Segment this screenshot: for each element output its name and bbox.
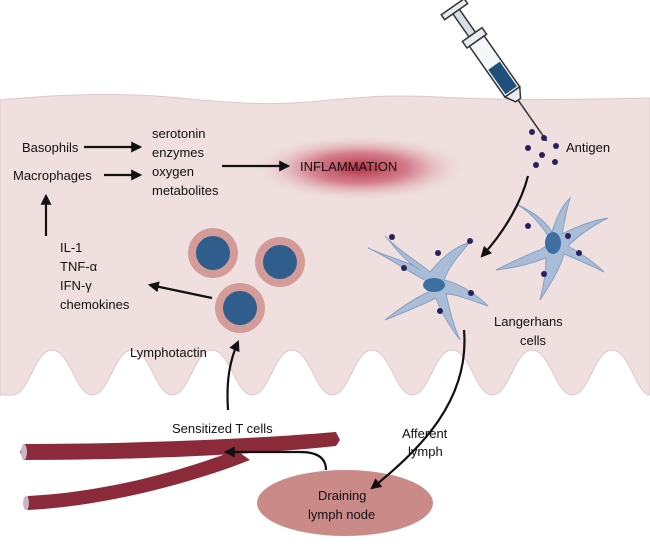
label-cytokine-3: IFN-γ (60, 278, 92, 293)
arrow-afferent-lymph (370, 329, 466, 490)
t-cell-top-right (255, 237, 305, 287)
label-mediator-3: oxygen (152, 164, 194, 179)
label-antigen: Antigen (566, 140, 610, 155)
label-lymph: lymph (408, 444, 443, 459)
label-lymph-node-1: Draining (318, 488, 366, 503)
arrow-antigen-to-langerhans (480, 175, 530, 258)
label-inflammation: INFLAMMATION (300, 159, 397, 174)
draining-lymph-node (257, 470, 433, 536)
tissue-band (0, 93, 650, 396)
antigen-dots (525, 129, 559, 168)
t-cell-top-left (188, 228, 238, 278)
arrow-lymphotactin (226, 339, 240, 411)
label-cytokine-2: TNF-α (60, 259, 98, 274)
label-basophils: Basophils (22, 140, 79, 155)
arrow-tcells-to-cytokines (147, 281, 213, 300)
label-lymphotactin: Lymphotactin (130, 345, 207, 360)
syringe-icon (440, 0, 548, 142)
label-macrophages: Macrophages (13, 168, 92, 183)
label-mediator-4: metabolites (152, 183, 219, 198)
arrow-node-to-vessel (223, 446, 328, 471)
label-cytokine-1: IL-1 (60, 240, 82, 255)
label-sensitized-t-cells: Sensitized T cells (172, 421, 273, 436)
label-langerhans-1: Langerhans (494, 314, 563, 329)
label-mediator-2: enzymes (152, 145, 205, 160)
label-mediator-1: serotonin (152, 126, 205, 141)
label-afferent: Afferent (402, 426, 448, 441)
inflammation-glow (250, 134, 470, 202)
label-cytokine-4: chemokines (60, 297, 130, 312)
langerhans-cell-left (367, 234, 489, 341)
label-lymph-node-2: lymph node (308, 507, 375, 522)
blood-vessel (20, 432, 340, 510)
langerhans-cell-right (495, 196, 609, 301)
label-langerhans-2: cells (520, 333, 547, 348)
t-cell-bottom (215, 283, 265, 333)
